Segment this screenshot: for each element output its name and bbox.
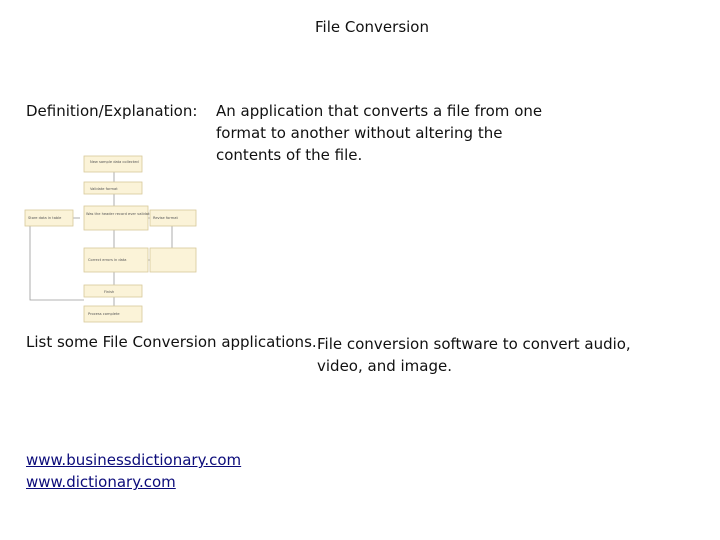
definition-label: Definition/Explanation: xyxy=(26,102,198,120)
reference-link-businessdictionary[interactable]: www.businessdictionary.com xyxy=(26,451,242,469)
flow-box xyxy=(149,209,197,227)
flow-box-label: Correct errors in data xyxy=(88,258,127,262)
applications-text: File conversion software to convert audi… xyxy=(317,335,631,375)
flow-box-label: Process complete xyxy=(88,312,120,316)
flow-box-label: Store data in table xyxy=(28,216,62,220)
flow-box xyxy=(149,247,197,273)
flow-box xyxy=(83,155,143,173)
flow-box xyxy=(83,205,149,231)
definition-text: An application that converts a file from… xyxy=(216,102,543,164)
flow-box-label: New sample data collected xyxy=(90,160,139,164)
flow-box-label: Was the header record ever validated? xyxy=(86,212,156,216)
flow-box-label: Finish xyxy=(104,290,114,294)
flow-box xyxy=(83,247,149,273)
flow-box-label: Validate format xyxy=(90,187,118,191)
flow-box xyxy=(83,284,143,298)
flow-box xyxy=(83,181,143,195)
flow-box xyxy=(83,305,143,323)
applications-label: List some File Conversion applications. xyxy=(26,333,317,351)
flow-box-label: Revise format xyxy=(153,216,178,220)
reference-link-dictionary[interactable]: www.dictionary.com xyxy=(26,473,176,491)
flow-connector xyxy=(29,226,84,301)
page-title: File Conversion xyxy=(315,18,429,36)
conversion-flowchart-image: New sample data collected Validate forma… xyxy=(24,155,197,323)
flow-box xyxy=(24,209,74,227)
